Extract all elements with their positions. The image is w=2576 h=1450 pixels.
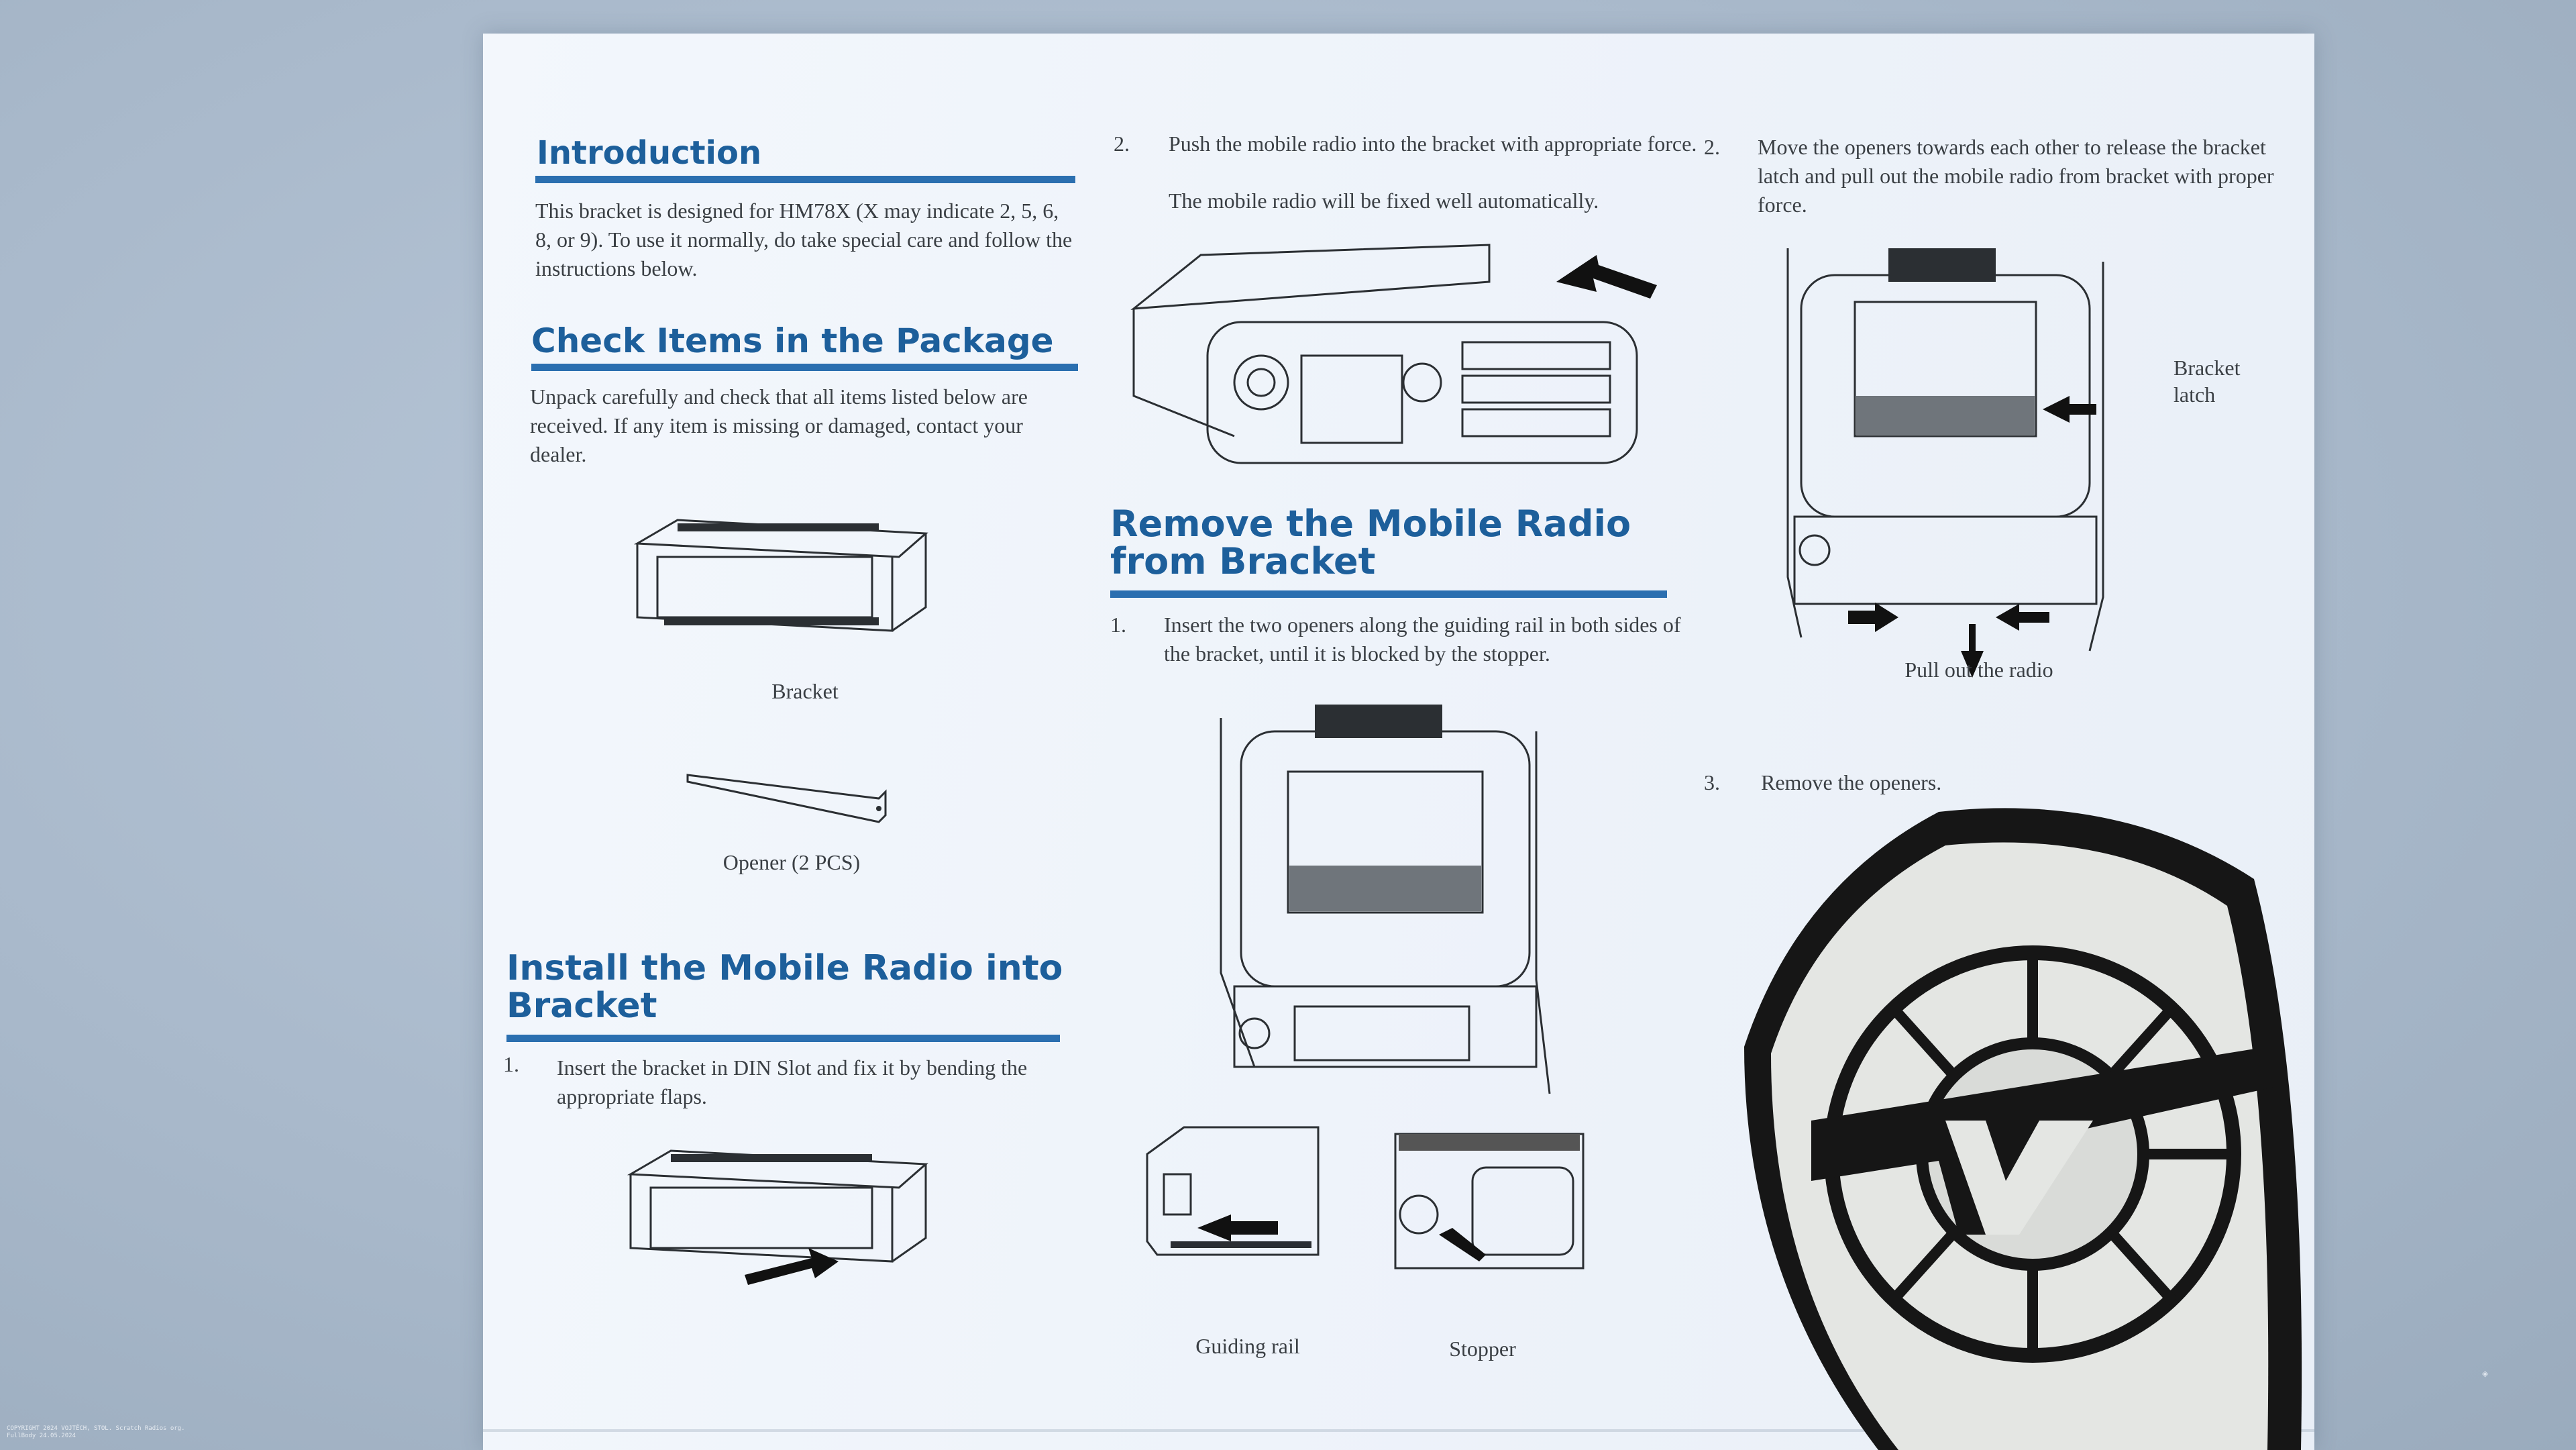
openers-inserted-illustration [1220,705,1551,1094]
din-slot-illustration [627,1149,928,1285]
guiding-rail-caption: Guiding rail [1195,1334,1300,1358]
install-step1-text: Insert the bracket in DIN Slot and fix i… [557,1055,1028,1108]
remove-step1-num: 1. [1110,613,1126,637]
bracket-caption: Bracket [771,679,839,703]
guiding-rail-illustration [1146,1126,1320,1256]
remove-step2-text: Move the openers towards each other to r… [1758,135,2274,217]
check-items-text: Unpack carefully and check that all item… [530,384,1028,466]
check-items-rule [531,364,1078,371]
install-step2-text: Push the mobile radio into the bracket w… [1169,132,1697,156]
check-items-heading: Check Items in the Package [531,321,1054,360]
release-latch-illustration [1786,248,2104,678]
stopper-caption: Stopper [1449,1337,1516,1361]
install-step1-num: 1. [503,1052,519,1076]
remove-step2-num: 2. [1704,135,1720,159]
introduction-text: This bracket is designed for HM78X (X ma… [535,199,1073,280]
vt-logo-patch [1744,808,2302,1450]
opener-illustration [686,774,887,823]
remove-step3-num: 3. [1704,770,1720,794]
remove-step3-text: Remove the openers. [1761,770,1942,794]
radio-into-bracket-illustration [1130,244,1657,464]
remove-step1-text: Insert the two openers along the guiding… [1164,613,1681,666]
remove-heading: Remove the Mobile Radio from Bracket [1110,503,1631,582]
install-rule [506,1035,1060,1042]
corner-logo-watermark: ◈ [2482,1369,2489,1378]
instruction-sheet: Introduction This bracket is designed fo… [483,34,2314,1450]
stopper-illustration [1394,1133,1585,1270]
bracket-latch-label: Bracket latch [2174,356,2241,407]
install-heading: Install the Mobile Radio into Bracket [506,948,1063,1026]
install-step2-num: 2. [1114,132,1130,156]
opener-caption: Opener (2 PCS) [722,850,861,874]
install-step2-note: The mobile radio will be fixed well auto… [1169,189,1599,213]
bracket-illustration [633,519,928,632]
pull-out-caption: Pull out the radio [1904,658,2053,682]
remove-rule [1110,590,1667,598]
paper-fold [483,1429,2314,1432]
introduction-rule [535,176,1075,183]
introduction-heading: Introduction [537,134,762,172]
copyright-watermark: COPYRIGHT 2024 VOJTĚCH, STOL. Scratch Ra… [7,1425,185,1439]
